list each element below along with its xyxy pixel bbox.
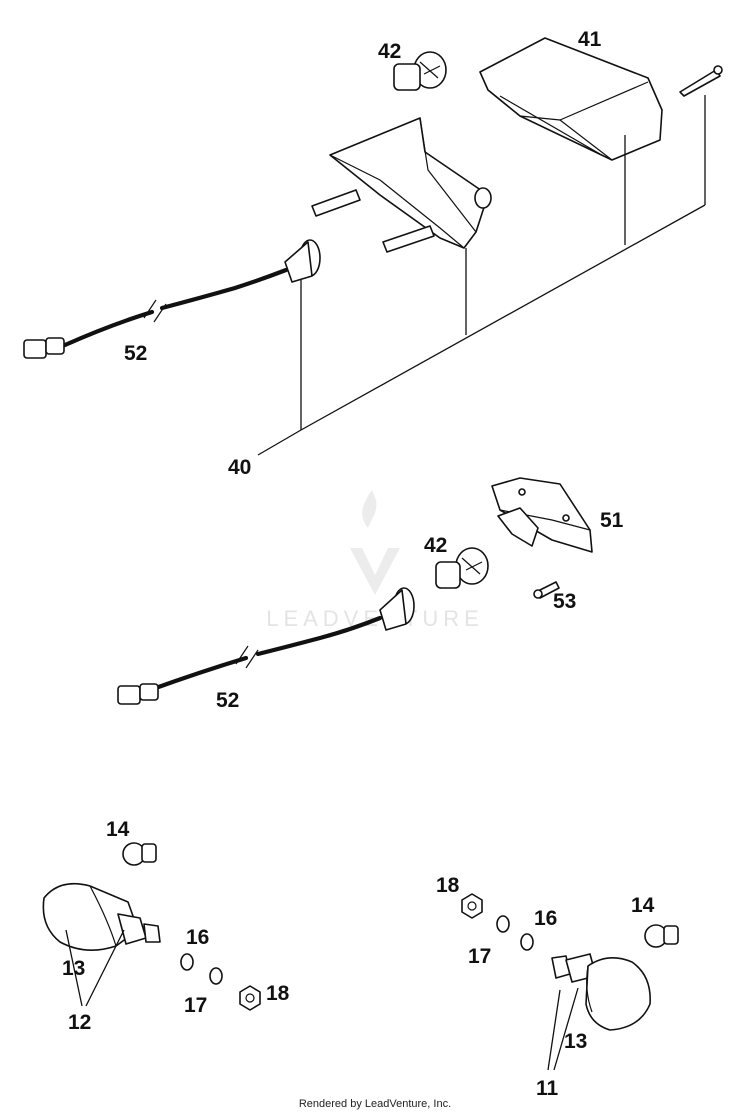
callout-14-left: 14 [106, 818, 130, 841]
right-indicator-bulb [644, 924, 679, 948]
right-indicator [551, 953, 651, 1031]
watermark-text: LEADVENTURE [266, 606, 484, 631]
right-indicator-hardware [461, 893, 534, 951]
callout-42-top: 42 [378, 40, 401, 63]
callout-13-left: 13 [62, 957, 85, 980]
leader-lines-11 [547, 987, 579, 1071]
callout-18-left: 18 [266, 982, 290, 1005]
leader-lines-40 [257, 95, 706, 456]
license-light-screw [533, 581, 560, 599]
leader-lines-12 [65, 929, 125, 1007]
tail-light-wire-harness [23, 239, 321, 359]
callout-16-left: 16 [186, 926, 209, 949]
leadventure-watermark: LEADVENTURE [266, 490, 484, 631]
callout-12: 12 [68, 1011, 91, 1034]
footer-credit: Rendered by LeadVenture, Inc. [298, 1098, 452, 1110]
callout-13-right: 13 [564, 1030, 587, 1053]
license-light-wire-harness [117, 587, 415, 705]
callout-18-right: 18 [436, 874, 460, 897]
callout-41: 41 [578, 28, 602, 51]
left-indicator [42, 882, 161, 951]
callout-52-top: 52 [124, 342, 147, 365]
callout-17-left: 17 [184, 994, 207, 1017]
callout-51: 51 [600, 509, 624, 532]
callout-42-middle: 42 [424, 534, 447, 557]
callout-16-right: 16 [534, 907, 557, 930]
tail-light-housing [311, 117, 492, 253]
license-light-cover [491, 477, 593, 553]
tail-light-screw [679, 65, 723, 97]
callout-17-right: 17 [468, 945, 491, 968]
callout-53: 53 [553, 590, 576, 613]
tail-light-bulb [393, 51, 447, 91]
tail-light-lens [479, 37, 663, 161]
callout-11: 11 [536, 1077, 559, 1100]
callout-40: 40 [228, 456, 251, 479]
left-indicator-bulb [122, 842, 157, 866]
callout-52-middle: 52 [216, 689, 239, 712]
left-indicator-hardware [180, 953, 261, 1011]
callout-14-right: 14 [631, 894, 655, 917]
license-light-bulb [435, 547, 489, 589]
